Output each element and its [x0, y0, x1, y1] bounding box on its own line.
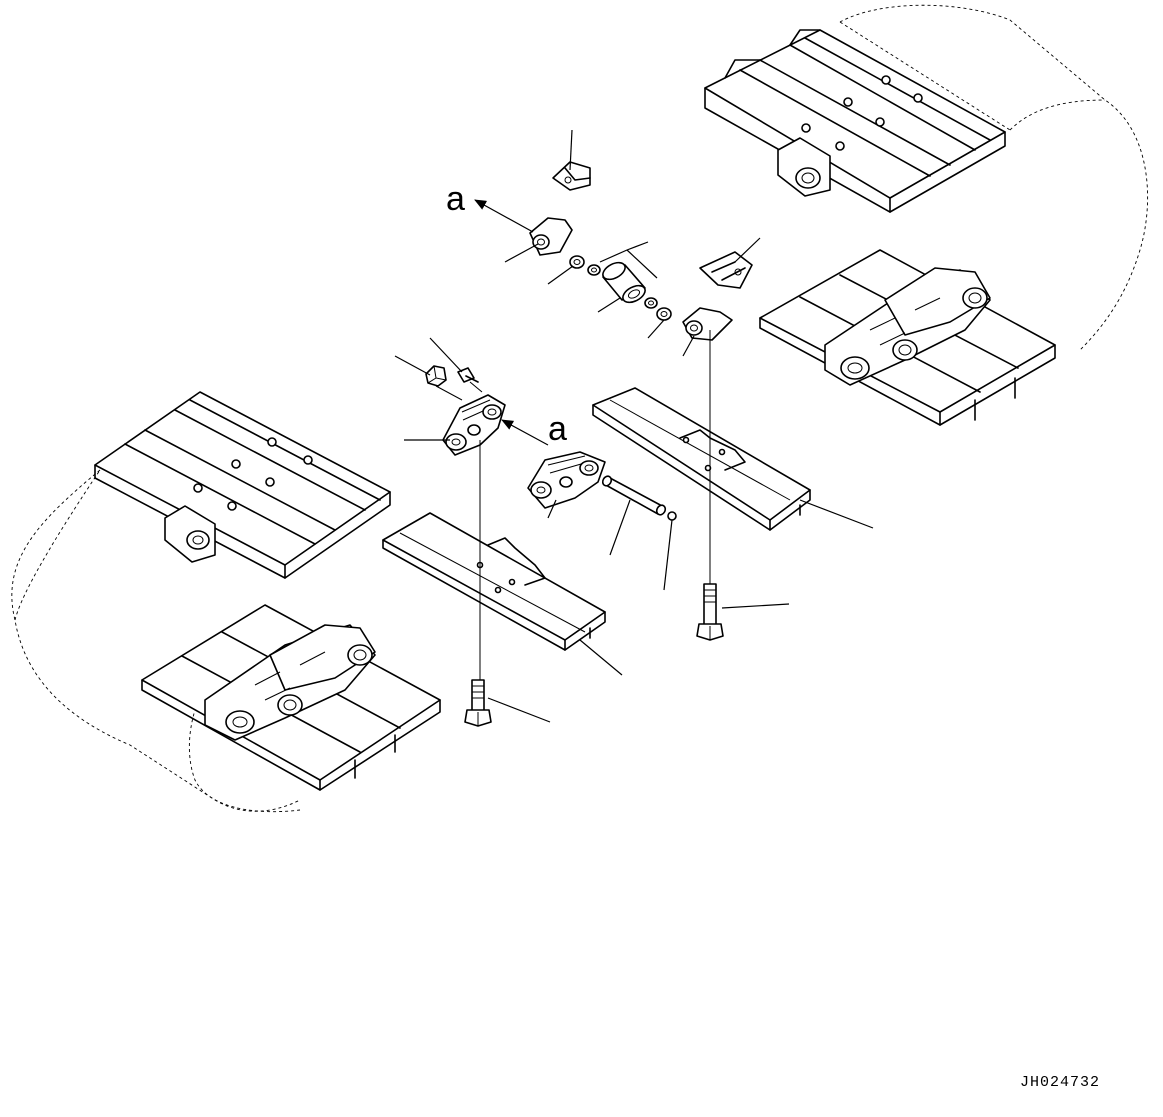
split-link-half-right	[682, 307, 733, 341]
track-pin	[601, 475, 667, 516]
callout-letter-a-mid: a	[548, 410, 567, 448]
shoe-bolt-left	[464, 679, 492, 727]
seal-ring-2	[587, 264, 601, 276]
spring-pin	[667, 511, 677, 521]
master-link-center	[527, 451, 606, 509]
arrow-a-mid	[501, 419, 549, 446]
master-link-cover-right	[699, 251, 753, 289]
lower-left-link-group	[141, 604, 441, 791]
drawing-code: JH024732	[1020, 1074, 1100, 1091]
seal-ring-1	[569, 255, 585, 269]
leader-lines	[394, 129, 874, 723]
split-link-half-top	[529, 217, 573, 256]
master-link-left	[442, 394, 506, 456]
callout-letter-a-top: a	[446, 180, 465, 218]
seal-ring-3	[644, 297, 658, 309]
upper-right-shoe-group	[704, 29, 1006, 213]
seal-ring-4	[656, 307, 672, 321]
center-shoe-plate-right	[592, 387, 811, 531]
nut-axis	[435, 381, 483, 401]
shoe-bolt-right	[696, 583, 724, 641]
center-shoe-plate-left	[382, 512, 606, 651]
upper-right-link-group	[759, 249, 1056, 426]
track-loop-outline	[11, 4, 1148, 813]
nut	[425, 365, 447, 387]
master-link-cover-top	[552, 161, 591, 191]
lower-left-shoe-group	[94, 391, 391, 579]
arrow-a-top	[474, 199, 534, 233]
bushing	[602, 261, 646, 304]
